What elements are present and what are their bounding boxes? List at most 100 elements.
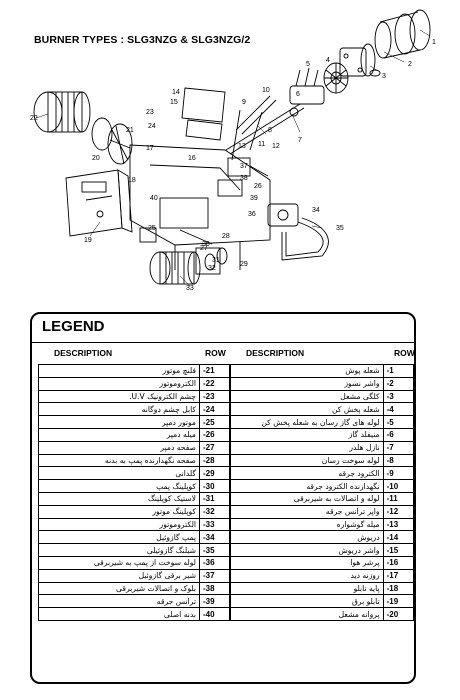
part-callout: 18: [128, 177, 136, 184]
access-cover-drawing: [181, 87, 226, 141]
legend-row: واشر نسوز-2: [229, 376, 415, 391]
legend-row: واپر ترانس جرقه-12: [229, 504, 415, 519]
part-description: میله دمپر: [38, 427, 200, 442]
legend-row: لوله و اتصالات به شیربرقی-11: [229, 491, 415, 506]
page-title: BURNER TYPES : SLG3NZG & SLG3NZG/2: [34, 34, 251, 46]
part-description: کوپلینگ پمپ: [38, 479, 200, 493]
legend-row: شیر برقی گازوئیل-37: [38, 568, 231, 583]
part-row-number: -34: [199, 530, 231, 545]
part-callout: 28: [222, 233, 230, 240]
part-callout: 11: [258, 141, 265, 148]
part-callout: 40: [150, 195, 158, 202]
burner-exploded-diagram: 1234567891011121314151617181920212223242…: [30, 9, 436, 292]
part-callout: 3: [382, 73, 386, 80]
part-callout: 30: [202, 241, 210, 248]
legend-row: پرشر هوا-16: [229, 555, 415, 570]
part-description: موتور دمپر: [38, 415, 200, 429]
part-callout: 1: [432, 39, 436, 46]
part-row-number: -40: [199, 607, 231, 621]
part-description: بلوک و اتصالات شیربرقی: [38, 581, 200, 596]
part-callout: 32: [208, 265, 216, 272]
part-callout: 19: [84, 237, 92, 244]
part-description: لوله های گاز رسان به شعله پخش کن: [229, 415, 384, 429]
part-row-number: -32: [199, 504, 231, 519]
part-row-number: -31: [199, 491, 231, 506]
legend-row: گلدانی-29: [38, 466, 231, 481]
part-description: لوله و اتصالات به شیربرقی: [229, 491, 384, 506]
legend-row: فلنچ موتور-21: [38, 364, 231, 378]
part-row-number: -7: [382, 440, 415, 455]
part-row-number: -15: [382, 543, 415, 557]
part-description: واشر دریوش: [229, 543, 384, 557]
part-description: شیر برقی گازوئیل: [38, 568, 200, 583]
part-description: شیلنگ گازوئیلی: [38, 543, 200, 557]
legend-row: نازل هلدر-7: [229, 440, 415, 455]
legend-row: پروانه مشعل-20: [229, 607, 415, 621]
part-description: صفحه نگهدارنده پمپ به بدنه: [38, 453, 200, 468]
part-callout: 31: [212, 257, 220, 264]
part-description: کلگی مشعل: [229, 389, 384, 404]
part-row-number: -4: [382, 402, 415, 417]
part-description: گلدانی: [38, 466, 200, 481]
part-row-number: -9: [382, 466, 415, 481]
part-callout: 37: [240, 163, 248, 170]
part-callout: 36: [248, 211, 256, 218]
part-row-number: -23: [199, 389, 231, 404]
part-description: شعله پخش کن: [229, 402, 384, 417]
part-callout: 35: [336, 225, 344, 232]
part-description: واشر نسوز: [229, 376, 384, 391]
part-callout: 12: [272, 143, 280, 150]
legend-row: کوپلینگ موتور-32: [38, 504, 231, 519]
part-row-number: -25: [199, 415, 231, 429]
part-row-number: -8: [382, 453, 415, 468]
part-description: الکترود جرقه: [229, 466, 384, 481]
diffuser-disk-drawing: [323, 62, 349, 94]
part-row-number: -26: [199, 427, 231, 442]
part-callout: 15: [170, 99, 178, 106]
legend-row: لوله های گاز رسان به شعله پخش کن-5: [229, 415, 415, 429]
legend-row: لوله سوخت از پمپ به شیربرقی-36: [38, 555, 231, 570]
part-row-number: -14: [382, 530, 415, 545]
part-row-number: -24: [199, 402, 231, 417]
left-row-header: ROW: [205, 348, 226, 358]
legend-title: LEGEND: [42, 318, 105, 335]
part-description: الکتروموتور: [38, 517, 200, 532]
motor-and-fan-drawing: [33, 91, 133, 165]
legend-row: شیلنگ گازوئیلی-35: [38, 543, 231, 557]
legend-row: منیفلد گاز-6: [229, 427, 415, 442]
burner-head-drawing: [339, 43, 381, 77]
part-description: پرشر هوا: [229, 555, 384, 570]
legend-row: شعله پخش کن-4: [229, 402, 415, 417]
part-callout: 39: [250, 195, 258, 202]
part-row-number: -17: [382, 568, 415, 583]
part-callout: 23: [146, 109, 154, 116]
part-description: پروانه مشعل: [229, 607, 384, 621]
part-description: الکتروموتور: [38, 376, 200, 391]
control-panel-drawing: [65, 169, 133, 237]
part-row-number: -10: [382, 479, 415, 493]
part-callout: 10: [262, 87, 270, 94]
part-row-number: -16: [382, 555, 415, 570]
legend-row: کابل چشم دوگانه-24: [38, 402, 231, 417]
part-description: تابلو برق: [229, 594, 384, 609]
part-callout: 24: [148, 123, 156, 130]
part-callout: 34: [312, 207, 320, 214]
legend-row: پایه تابلو-18: [229, 581, 415, 596]
part-row-number: -20: [382, 607, 415, 621]
part-callout: 25: [148, 225, 156, 232]
part-callout: 13: [238, 143, 246, 150]
part-row-number: -13: [382, 517, 415, 532]
pump-motor-drawing: [149, 247, 228, 285]
part-row-number: -29: [199, 466, 231, 481]
part-description: پمپ گازوئیل: [38, 530, 200, 545]
part-row-number: -11: [382, 491, 415, 506]
part-row-number: -35: [199, 543, 231, 557]
part-callout: 4: [326, 57, 330, 64]
part-callout: 27: [200, 245, 208, 252]
left-description-header: DESCRIPTION: [54, 348, 113, 358]
part-description: دریوش: [229, 530, 384, 545]
legend-row: تابلو برق-19: [229, 594, 415, 609]
part-description: لوله سوخت رسان: [229, 453, 384, 468]
